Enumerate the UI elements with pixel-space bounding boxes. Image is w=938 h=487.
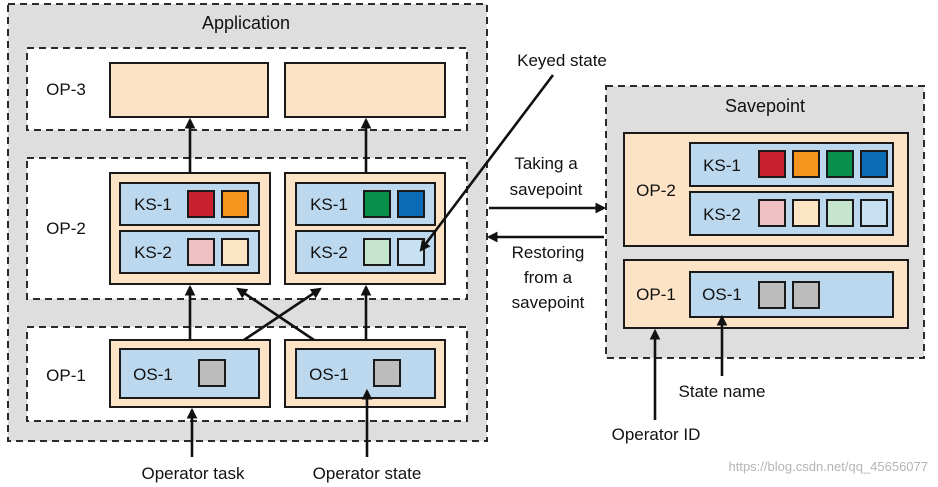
op3-label: OP-3 [46, 80, 86, 99]
ks2-label: KS-2 [310, 243, 348, 262]
savepoint-op1-label: OP-1 [636, 285, 676, 304]
taking-savepoint-line-1: Taking a [514, 154, 578, 173]
ks2-label: KS-2 [134, 243, 172, 262]
savepoint-ks2-box [689, 191, 894, 236]
op1-to-op2-cross-arrow-1 [243, 287, 322, 342]
os1-label: OS-1 [309, 365, 349, 384]
state-name-label: State name [679, 382, 766, 401]
savepoint-ks2-light-blue [860, 199, 888, 227]
savepoint-os1-grey-2 [792, 281, 820, 309]
op3-row: OP-3 [26, 47, 468, 131]
operator-state-label: Operator state [313, 464, 422, 483]
op1-row: OP-1 OS-1 OS-1 [26, 326, 468, 422]
application-container: Application OP-3 OP-2 KS-1 KS-2 [7, 3, 488, 442]
savepoint-op2-label: OP-2 [636, 181, 676, 200]
ks1-key-group-red [187, 190, 215, 218]
ks2-key-group-light-green [363, 238, 391, 266]
op3-task-1 [109, 62, 269, 118]
op3-task-2 [284, 62, 446, 118]
keyed-state-label: Keyed state [517, 51, 607, 70]
ks1-label: KS-1 [134, 195, 172, 214]
operator-task-label: Operator task [142, 464, 245, 483]
ks2-key-group-peach [221, 238, 249, 266]
op1-label: OP-1 [46, 366, 86, 385]
restoring-savepoint-line-3: savepoint [512, 293, 585, 312]
savepoint-os1-box [689, 271, 894, 318]
savepoint-ks1-orange [792, 150, 820, 178]
watermark-text: https://blog.csdn.net/qq_45656077 [729, 459, 929, 474]
op1-task-2: OS-1 [284, 339, 446, 408]
savepoint-ks2-peach [792, 199, 820, 227]
savepoint-ks1-box [689, 142, 894, 187]
ks2-key-group-light-blue [397, 238, 425, 266]
operator-id-label: Operator ID [612, 425, 701, 444]
restoring-savepoint-line-1: Restoring [512, 243, 585, 262]
savepoint-os1-grey-1 [758, 281, 786, 309]
savepoint-ks1-label: KS-1 [703, 156, 741, 175]
ks1-label: KS-1 [310, 195, 348, 214]
restoring-savepoint-line-2: from a [524, 268, 573, 287]
savepoint-ks2-label: KS-2 [703, 205, 741, 224]
ks2-key-group-pink [187, 238, 215, 266]
savepoint-ks1-blue [860, 150, 888, 178]
os1-state-box [119, 348, 260, 399]
savepoint-ks1-red [758, 150, 786, 178]
savepoint-op2: OP-2 KS-1 KS-2 [623, 132, 909, 247]
op2-label: OP-2 [46, 219, 86, 238]
op2-task-2: KS-1 KS-2 [284, 172, 446, 285]
os1-partition-grey [198, 359, 226, 387]
keyed-state-arrow [419, 74, 555, 252]
ks1-key-group-green [363, 190, 391, 218]
op1-task-1: OS-1 [109, 339, 271, 408]
savepoint-op1: OP-1 OS-1 [623, 259, 909, 329]
ks1-key-group-blue [397, 190, 425, 218]
op2-row: OP-2 KS-1 KS-2 KS-1 K [26, 157, 468, 300]
ks1-key-group-orange [221, 190, 249, 218]
op2-task-1: KS-1 KS-2 [109, 172, 271, 285]
savepoint-title: Savepoint [725, 96, 805, 116]
os1-label: OS-1 [133, 365, 173, 384]
savepoint-ks2-light-green [826, 199, 854, 227]
savepoint-ks2-pink [758, 199, 786, 227]
savepoint-container: Savepoint OP-2 KS-1 KS-2 OP-1 OS-1 [605, 85, 925, 359]
application-title: Application [202, 13, 290, 33]
savepoint-ks1-green [826, 150, 854, 178]
taking-savepoint-line-2: savepoint [510, 180, 583, 199]
op1-to-op2-cross-arrow-2 [236, 287, 315, 342]
os1-partition-grey [373, 359, 401, 387]
savepoint-os1-label: OS-1 [702, 285, 742, 304]
